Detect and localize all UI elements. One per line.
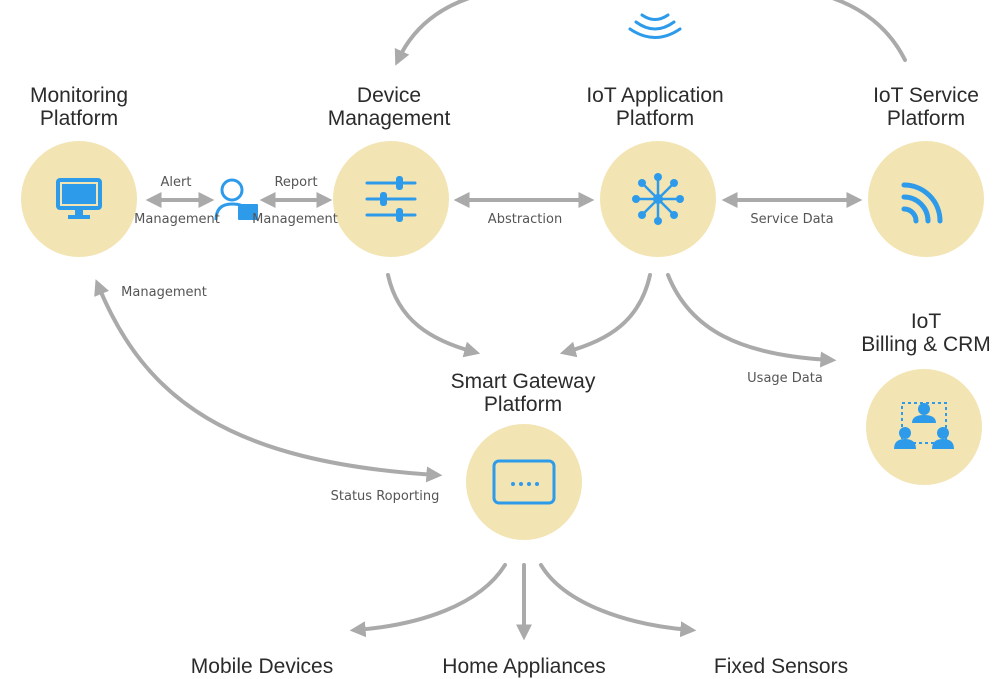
arrow-status-reporting — [94, 279, 443, 483]
monitoring-platform-title: Monitoring Platform — [30, 84, 128, 130]
sliders-icon — [365, 176, 417, 222]
signal-icon — [901, 182, 943, 224]
label-alert: Alert — [160, 175, 192, 190]
smart-gateway-platform-title: Smart Gateway Platform — [451, 370, 596, 416]
label-status-reporting: Status Roporting — [330, 489, 440, 504]
arrow-device-to-gateway — [386, 273, 481, 358]
title-line-1: Device — [356, 84, 422, 107]
label-report: Report — [274, 175, 318, 190]
label-abstraction: Abstraction — [487, 212, 563, 227]
title-line-1: Monitoring — [29, 84, 129, 107]
smart-gateway-platform-node — [466, 424, 582, 540]
title-line-2: Management — [327, 107, 451, 130]
monitoring-platform-node — [21, 141, 137, 257]
iot-service-platform-node — [868, 141, 984, 257]
network-hub-icon — [632, 173, 684, 225]
iot-service-platform-title: IoT Service Platform — [873, 84, 979, 130]
monitor-icon — [56, 178, 102, 219]
iot-application-platform-title: IoT Application Platform — [586, 84, 723, 130]
users-icon — [894, 402, 954, 449]
operator-user-icon — [214, 178, 258, 221]
iot-billing-crm-title: IoT Billing & CRM — [861, 310, 991, 356]
title-line-1: IoT Service — [873, 84, 979, 107]
label-usage-data: Usage Data — [747, 371, 823, 386]
leaf-home-appliances: Home Appliances — [442, 655, 606, 678]
title-line-2: Platform — [483, 393, 563, 416]
label-service-data: Service Data — [750, 212, 834, 227]
arrow-usage-data — [666, 273, 837, 368]
title-line-1: Smart Gateway — [450, 370, 596, 393]
gateway-icon — [492, 459, 556, 505]
label-alert-management: Management — [134, 212, 220, 227]
title-line-1: IoT — [910, 310, 942, 333]
leaf-mobile-devices: Mobile Devices — [190, 655, 334, 678]
arrow-app-to-gateway — [559, 273, 652, 358]
wifi-icon — [628, 13, 682, 39]
arrow-to-sensors — [539, 563, 697, 638]
title-line-2: Platform — [615, 107, 695, 130]
title-line-2: Platform — [886, 107, 966, 130]
leaf-fixed-sensors: Fixed Sensors — [713, 655, 849, 678]
label-management: Management — [121, 285, 207, 300]
iot-application-platform-node — [600, 141, 716, 257]
arrow-to-mobile — [349, 563, 507, 638]
title-line-2: Billing & CRM — [861, 333, 991, 356]
arrow-top-arc — [394, 0, 907, 66]
device-management-title: Device Management — [328, 84, 451, 130]
title-line-1: IoT Application — [586, 84, 724, 107]
device-management-node — [333, 141, 449, 257]
iot-billing-crm-node — [866, 369, 982, 485]
title-line-2: Platform — [39, 107, 119, 130]
label-report-management: Management — [252, 212, 338, 227]
